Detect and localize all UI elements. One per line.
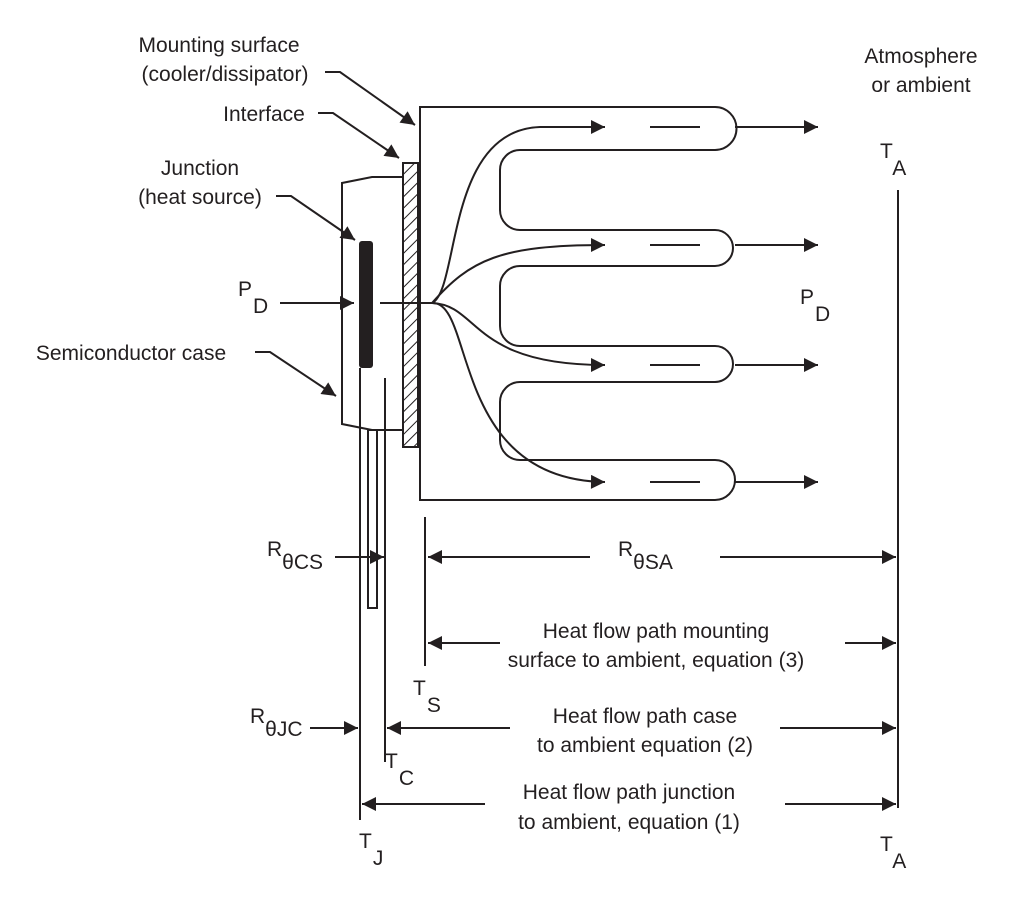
- r-theta-cs-label: RθCS: [267, 538, 323, 574]
- junction-sublabel: (heat source): [138, 186, 262, 209]
- r-theta-jc-label: RθJC: [250, 705, 303, 741]
- reference-lines: [359, 190, 899, 820]
- ta-bottom-label: TA: [880, 833, 906, 873]
- atmosphere-sublabel: or ambient: [871, 74, 970, 97]
- r-theta-sa-label: RθSA: [618, 538, 673, 574]
- pd-right-label: PD: [800, 286, 830, 326]
- heatsink: [419, 106, 738, 501]
- path2-sublabel: to ambient equation (2): [537, 734, 753, 757]
- arrows: [255, 71, 896, 811]
- path3-label: Heat flow path mounting: [543, 620, 769, 643]
- tc-label: TC: [385, 750, 414, 790]
- path1-label: Heat flow path junction: [523, 781, 735, 804]
- tj-label: TJ: [359, 830, 383, 870]
- junction-die: [359, 241, 373, 368]
- pd-left-label: PD: [238, 278, 268, 318]
- junction-label: Junction: [161, 157, 239, 180]
- ta-top-label: TA: [880, 140, 906, 180]
- mounting-surface-sublabel: (cooler/dissipator): [142, 63, 309, 86]
- heat-flow-lines: [431, 120, 818, 489]
- interface-label: Interface: [223, 103, 305, 126]
- path2-label: Heat flow path case: [553, 705, 737, 728]
- semiconductor-case-label: Semiconductor case: [36, 342, 226, 365]
- path3-sublabel: surface to ambient, equation (3): [508, 649, 805, 672]
- interface-layer: [402, 162, 419, 448]
- ts-label: TS: [413, 677, 441, 717]
- atmosphere-label: Atmosphere: [864, 45, 977, 68]
- mounting-surface-label: Mounting surface: [138, 34, 299, 57]
- path1-sublabel: to ambient, equation (1): [518, 811, 740, 834]
